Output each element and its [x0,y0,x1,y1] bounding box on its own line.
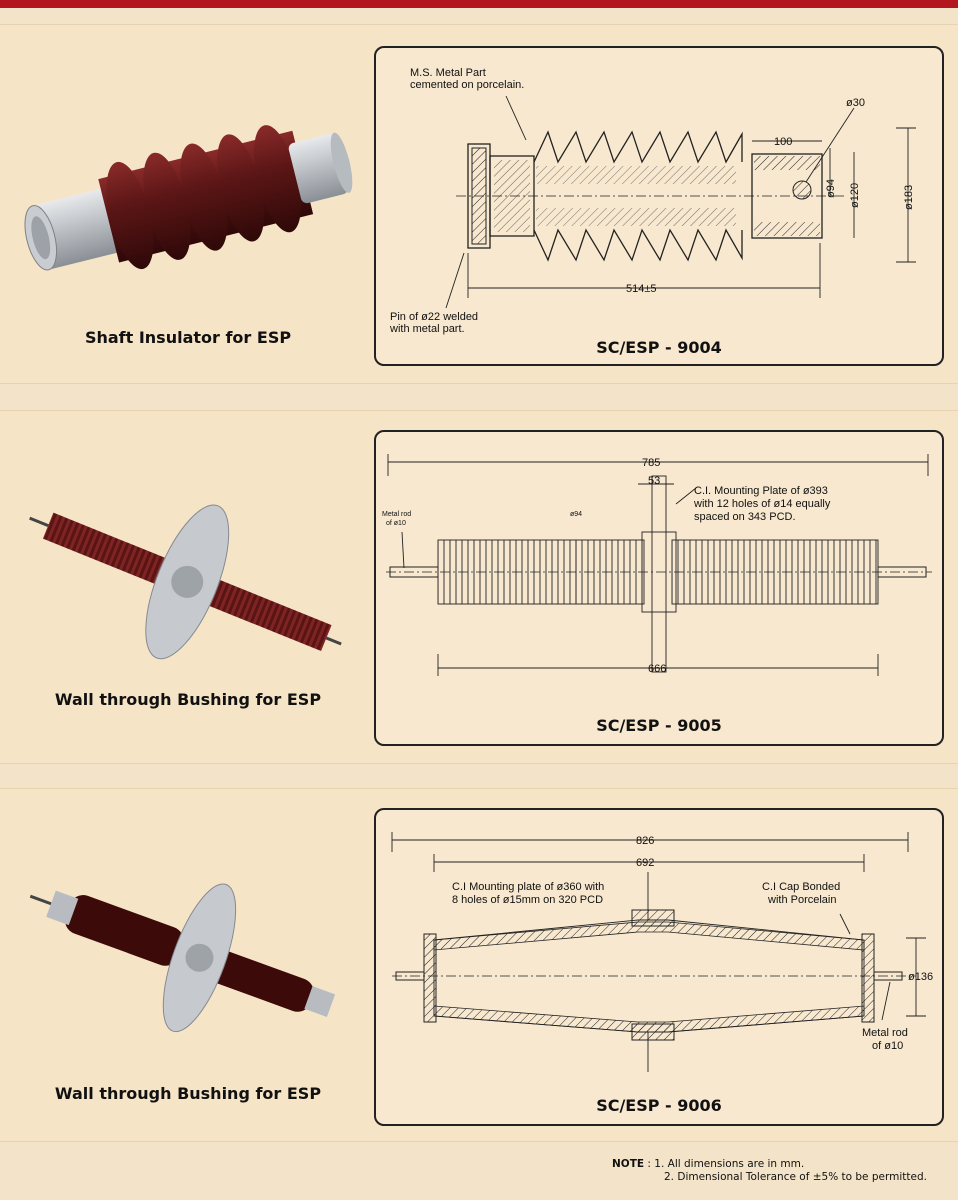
label-mounting-plate-2: 8 holes of ø15mm on 320 PCD [452,894,603,906]
label-ms-metal-part: M.S. Metal Part [410,67,486,79]
product-caption: Shaft Insulator for ESP [84,328,292,347]
label-785: 785 [642,457,660,469]
label-metal-rod: Metal rod [382,511,411,518]
drawing-panel-9006: 826 692 C.I Mounting plate of ø360 with … [374,808,944,1126]
label-d136: ø136 [908,971,933,983]
note-line-2: 2. Dimensional Tolerance of ±5% to be pe… [664,1171,927,1183]
label-mounting-plate-3: spaced on 343 PCD. [694,511,796,523]
label-ci-cap: C.I Cap Bonded [762,881,840,893]
technical-drawing-9005: 785 53 C.I. Mounting Plate of ø393 with … [382,454,932,676]
label-100: 100 [774,136,792,148]
label-692: 692 [636,857,654,869]
top-accent-bar [0,0,958,8]
label-length: 514±5 [626,283,657,295]
label-d120: ø120 [849,183,861,208]
product-photo-shaft-insulator: Shaft Insulator for ESP [18,100,358,360]
product-caption: Wall through Bushing for ESP [54,1084,322,1103]
label-d94: ø94 [825,179,837,198]
technical-drawing-9004: M.S. Metal Part cemented on porcelain. ø… [389,67,916,335]
notes: NOTE : 1. All dimensions are in mm. 2. D… [612,1158,927,1184]
product-photo-wall-bushing-2: Wall through Bushing for ESP [18,870,358,1130]
label-rod-size: of ø10 [386,520,406,527]
product-photo-wall-bushing-1: Wall through Bushing for ESP [18,480,358,740]
label-cemented: cemented on porcelain. [410,79,524,91]
note-line-1: : 1. All dimensions are in mm. [647,1158,805,1170]
drawing-code: SC/ESP - 9006 [596,1096,722,1115]
label-d183: ø183 [903,185,915,210]
label-mounting-plate: C.I Mounting plate of ø360 with [452,881,604,893]
label-53: 53 [648,475,660,487]
label-pin: Pin of ø22 welded [390,311,478,323]
label-d94: ø94 [570,511,582,518]
technical-drawing-9006: 826 692 C.I Mounting plate of ø360 with … [391,832,933,1072]
note-label: NOTE [612,1158,645,1170]
label-mounting-plate: C.I. Mounting Plate of ø393 [694,485,828,497]
label-mounting-plate-2: with 12 holes of ø14 equally [693,498,831,510]
label-pin-2: with metal part. [389,323,465,335]
label-metal-rod: Metal rod [862,1027,908,1039]
product-caption: Wall through Bushing for ESP [54,690,322,709]
label-ci-cap-2: with Porcelain [767,894,836,906]
label-d30: ø30 [846,97,865,109]
label-826: 826 [636,835,654,847]
drawing-code: SC/ESP - 9004 [596,338,722,357]
label-rod-size: of ø10 [872,1040,903,1052]
label-666: 666 [648,663,666,675]
drawing-panel-9005: 785 53 C.I. Mounting Plate of ø393 with … [374,430,944,746]
drawing-panel-9004: M.S. Metal Part cemented on porcelain. ø… [374,46,944,366]
drawing-code: SC/ESP - 9005 [596,716,722,735]
